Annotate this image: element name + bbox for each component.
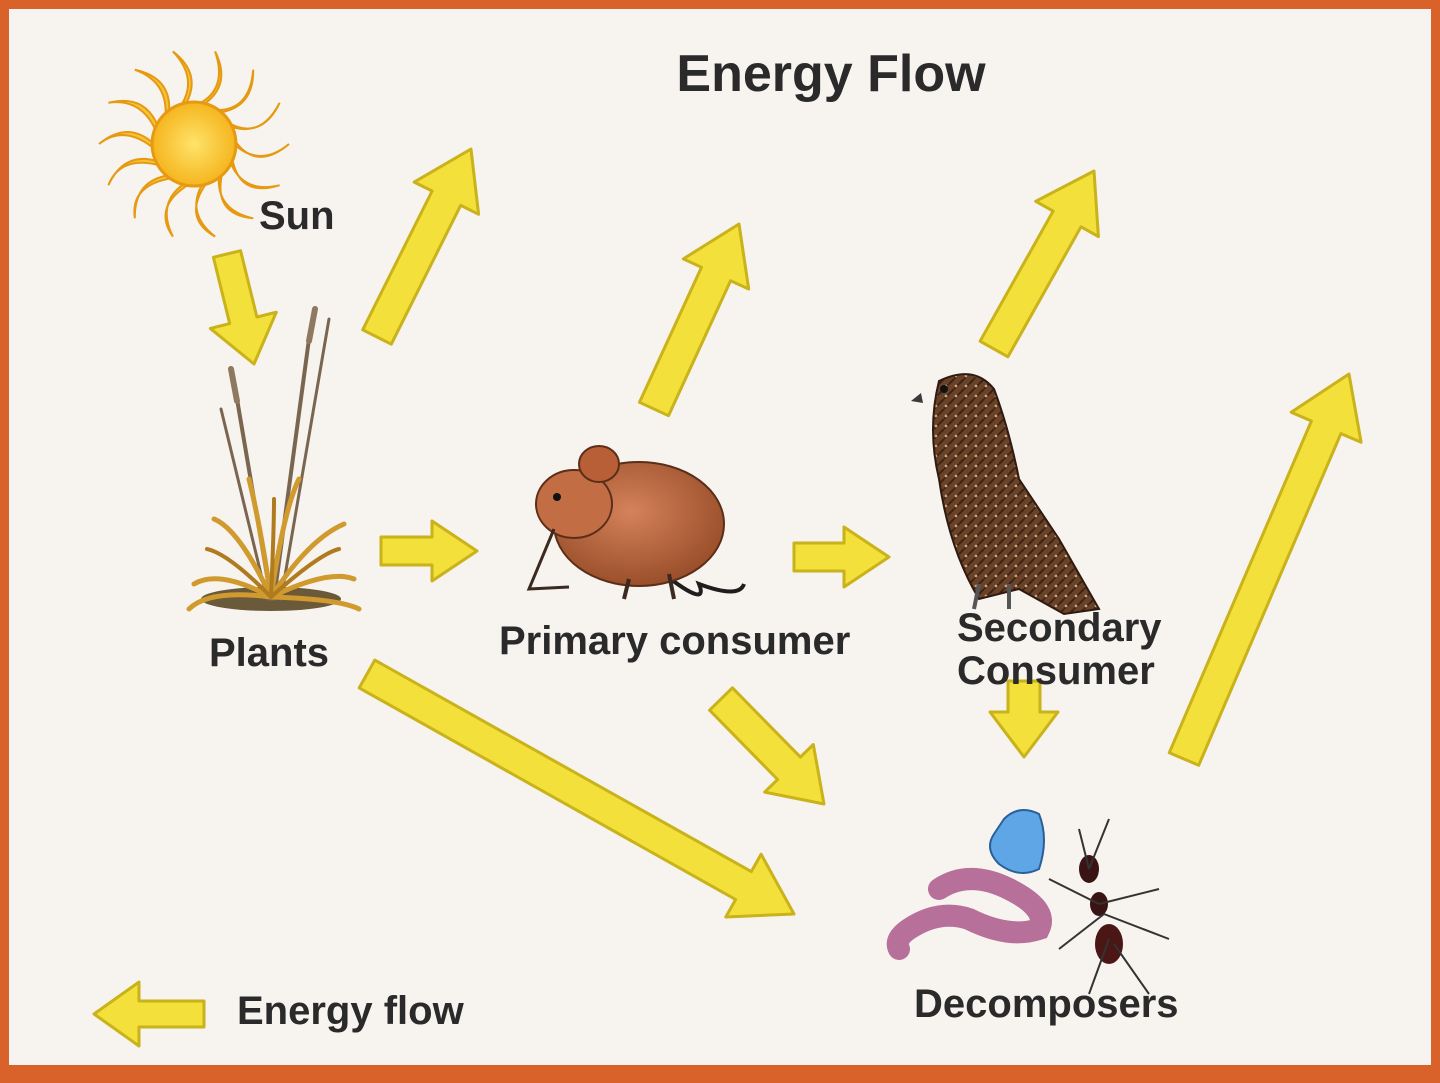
primary-consumer-label: Primary consumer — [499, 619, 850, 663]
arrow-decomposers-heat-loss — [1167, 372, 1363, 767]
energy-flow-diagram: Energy Flow Sun Plants Primary consumer — [92, 45, 1363, 1048]
arrow-plants-to-primary — [379, 519, 479, 583]
diagram-title: Energy Flow — [676, 45, 986, 103]
arrow-primary-to-decomposers — [708, 686, 826, 806]
arrow-plants-heat-loss — [361, 147, 481, 346]
hawk-icon — [911, 373, 1101, 616]
arrow-plants-to-decomposers — [357, 658, 796, 919]
energy-arrows — [208, 147, 1363, 919]
plants-icon — [186, 306, 362, 612]
decomposers-label: Decomposers — [914, 982, 1179, 1026]
sun-label: Sun — [259, 194, 335, 238]
arrow-left-icon — [92, 980, 206, 1048]
arrow-sun-to-plants — [208, 249, 278, 366]
legend-label: Energy flow — [237, 989, 465, 1033]
arrow-primary-to-secondary — [792, 525, 891, 589]
sun-icon — [98, 50, 290, 238]
mouse-icon — [526, 445, 746, 600]
decomposers-icon — [886, 809, 1170, 995]
arrow-secondary-heat-loss — [978, 169, 1100, 359]
secondary-consumer-label-line1: Secondary — [957, 606, 1162, 650]
arrow-secondary-to-decomposers — [988, 679, 1060, 759]
plants-label: Plants — [209, 631, 329, 675]
secondary-consumer-label-line2: Consumer — [957, 649, 1155, 693]
arrow-primary-heat-loss — [638, 222, 751, 418]
